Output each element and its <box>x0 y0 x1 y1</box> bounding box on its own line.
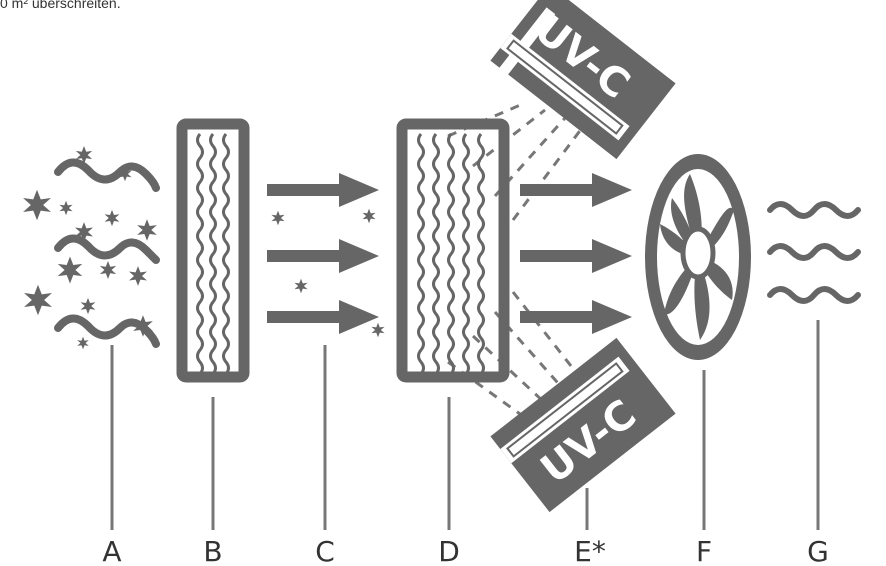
label-d: D <box>438 535 460 566</box>
polluted-air-icon <box>23 146 160 350</box>
label-e: E* <box>574 535 606 566</box>
label-g: G <box>807 535 829 566</box>
uv-c-lamp-top: UV-C <box>490 0 676 160</box>
clean-air-icon <box>770 204 858 301</box>
label-c: C <box>315 535 335 566</box>
caption-fragment: 0 m² überschreiten. <box>0 0 121 11</box>
fan-icon <box>645 154 751 360</box>
label-b: B <box>203 535 222 566</box>
uv-light-rays <box>447 101 584 416</box>
uv-c-lamp-bottom: UV-C <box>490 337 676 513</box>
pre-filter <box>176 118 250 383</box>
leader-lines <box>110 320 820 530</box>
label-a: A <box>102 535 121 566</box>
airflow-arrows-2 <box>520 173 632 334</box>
airflow-arrows-1 <box>267 173 385 338</box>
label-f: F <box>696 535 712 566</box>
main-filter <box>396 118 510 383</box>
